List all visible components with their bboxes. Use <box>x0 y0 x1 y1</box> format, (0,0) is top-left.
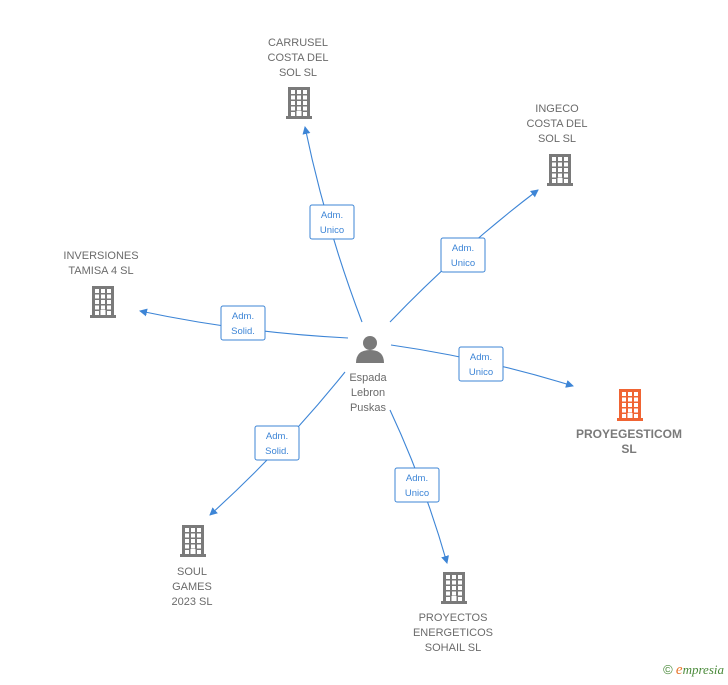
company-name-line: SL <box>621 442 636 456</box>
building-icon <box>180 525 206 557</box>
person-node[interactable]: Espada Lebron Puskas <box>349 336 388 414</box>
edge-inversiones: Adm. Solid. <box>139 305 349 341</box>
company-node-carrusel[interactable]: CARRUSEL COSTA DEL SOL SL <box>268 37 329 119</box>
role-badge-soul[interactable]: Adm. Solid. <box>254 425 300 461</box>
role-text-line: Adm. <box>232 311 254 322</box>
brand-footer: © empresia <box>663 662 724 679</box>
building-icon <box>547 154 573 186</box>
role-text-line: Adm. <box>266 431 288 442</box>
person-name-line-1: Espada <box>349 372 387 384</box>
role-text-line: Adm. <box>452 243 474 254</box>
company-name-line: SOUL <box>177 566 207 578</box>
copyright-symbol: © <box>663 662 673 677</box>
edge-proyegesticom: Adm. Unico <box>390 344 574 388</box>
role-badge-box <box>440 237 486 273</box>
edge-ingeco: Adm. Unico <box>389 189 539 323</box>
company-name-line: 2023 SL <box>172 596 213 608</box>
company-name-line: GAMES <box>172 581 212 593</box>
company-name-line: SOL SL <box>538 133 576 145</box>
role-text-line: Adm. <box>321 210 343 221</box>
company-name-line: INVERSIONES <box>63 250 138 262</box>
role-badge-box <box>309 204 355 240</box>
company-name-line: PROYEGESTICOM <box>576 427 682 441</box>
company-node-soul[interactable]: SOUL GAMES 2023 SL <box>172 525 213 608</box>
edge-carrusel: Adm. Unico <box>302 126 363 323</box>
role-text-line: Adm. <box>406 473 428 484</box>
company-name-line: COSTA DEL <box>268 52 329 64</box>
role-badge-box <box>254 425 300 461</box>
company-name-line: SOHAIL SL <box>425 642 481 654</box>
company-name-line: ENERGETICOS <box>413 627 493 639</box>
brand-initial: e <box>675 662 683 678</box>
person-name-line-2: Lebron <box>351 387 385 399</box>
person-name-line-3: Puskas <box>350 402 387 414</box>
company-name-line: SOL SL <box>279 67 317 79</box>
company-name-line: TAMISA 4 SL <box>68 265 133 277</box>
role-badge-proyectos[interactable]: Adm. Unico <box>394 467 440 503</box>
role-text-line: Unico <box>451 258 475 269</box>
company-name-line: PROYECTOS <box>419 612 488 624</box>
building-icon <box>617 389 643 421</box>
company-node-proyectos[interactable]: PROYECTOS ENERGETICOS SOHAIL SL <box>413 572 493 654</box>
role-badge-box <box>220 305 266 341</box>
role-badge-ingeco[interactable]: Adm. Unico <box>440 237 486 273</box>
company-name-line: CARRUSEL <box>268 37 328 49</box>
building-icon <box>90 286 116 318</box>
role-text-line: Unico <box>469 367 493 378</box>
role-text-line: Adm. <box>470 352 492 363</box>
edge-soul: Adm. Solid. <box>209 371 346 516</box>
building-icon <box>441 572 467 604</box>
role-text-line: Solid. <box>265 446 289 457</box>
role-text-line: Solid. <box>231 326 255 337</box>
role-badge-proyegesticom[interactable]: Adm. Unico <box>458 346 504 382</box>
person-icon <box>356 336 384 363</box>
role-badge-box <box>394 467 440 503</box>
role-badge-box <box>458 346 504 382</box>
company-name-line: INGECO <box>535 103 579 115</box>
company-name-line: COSTA DEL <box>527 118 588 130</box>
company-node-inversiones[interactable]: INVERSIONES TAMISA 4 SL <box>63 250 139 318</box>
role-text-line: Unico <box>405 488 429 499</box>
edge-proyectos: Adm. Unico <box>389 409 449 564</box>
building-icon <box>286 87 312 119</box>
brand-name: mpresia <box>682 662 724 677</box>
role-badge-carrusel[interactable]: Adm. Unico <box>309 204 355 240</box>
company-node-ingeco[interactable]: INGECO COSTA DEL SOL SL <box>527 103 588 186</box>
role-text-line: Unico <box>320 225 344 236</box>
role-badge-inversiones[interactable]: Adm. Solid. <box>220 305 266 341</box>
